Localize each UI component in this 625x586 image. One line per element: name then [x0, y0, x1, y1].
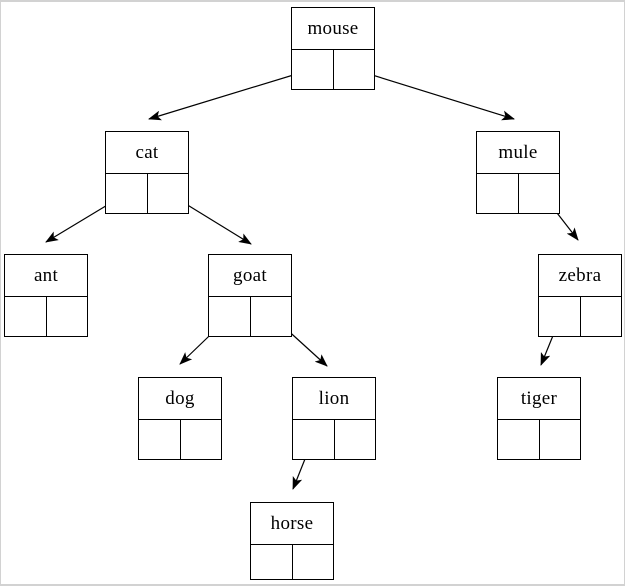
left-pointer-cell — [292, 50, 333, 89]
right-pointer-cell — [179, 420, 222, 459]
left-pointer-cell — [477, 174, 518, 213]
node-pointer-cells — [139, 420, 221, 459]
left-pointer-cell — [251, 545, 292, 579]
node-label: cat — [106, 132, 188, 174]
left-pointer-cell — [539, 297, 580, 336]
node-label: mouse — [292, 8, 374, 50]
node-label: dog — [139, 378, 221, 420]
node-label: horse — [251, 503, 333, 545]
node-pointer-cells — [539, 297, 621, 336]
tree-node-horse: horse — [250, 502, 334, 580]
left-pointer-cell — [498, 420, 539, 459]
node-pointer-cells — [292, 50, 374, 89]
right-pointer-cell — [146, 174, 189, 213]
left-pointer-cell — [209, 297, 250, 336]
node-label: tiger — [498, 378, 580, 420]
tree-node-dog: dog — [138, 377, 222, 460]
right-pointer-cell — [333, 420, 376, 459]
node-pointer-cells — [477, 174, 559, 213]
tree-node-mule: mule — [476, 131, 560, 214]
tree-node-mouse: mouse — [291, 7, 375, 90]
right-pointer-cell — [332, 50, 375, 89]
right-pointer-cell — [517, 174, 560, 213]
right-pointer-cell — [538, 420, 581, 459]
right-pointer-cell — [249, 297, 292, 336]
edge-mouse-cat — [148, 68, 314, 121]
tree-node-tiger: tiger — [497, 377, 581, 460]
node-label: zebra — [539, 255, 621, 297]
right-pointer-cell — [291, 545, 334, 579]
node-label: mule — [477, 132, 559, 174]
left-pointer-cell — [139, 420, 180, 459]
right-pointer-cell — [45, 297, 88, 336]
node-pointer-cells — [251, 545, 333, 579]
node-pointer-cells — [106, 174, 188, 213]
tree-node-goat: goat — [208, 254, 292, 337]
left-pointer-cell — [106, 174, 147, 213]
node-label: lion — [293, 378, 375, 420]
node-pointer-cells — [209, 297, 291, 336]
tree-node-ant: ant — [4, 254, 88, 337]
edge-mouse-mule — [352, 68, 515, 121]
node-pointer-cells — [5, 297, 87, 336]
tree-node-cat: cat — [105, 131, 189, 214]
left-pointer-cell — [5, 297, 46, 336]
node-label: ant — [5, 255, 87, 297]
right-pointer-cell — [579, 297, 622, 336]
tree-node-zebra: zebra — [538, 254, 622, 337]
left-pointer-cell — [293, 420, 334, 459]
node-pointer-cells — [498, 420, 580, 459]
tree-node-lion: lion — [292, 377, 376, 460]
node-label: goat — [209, 255, 291, 297]
node-pointer-cells — [293, 420, 375, 459]
